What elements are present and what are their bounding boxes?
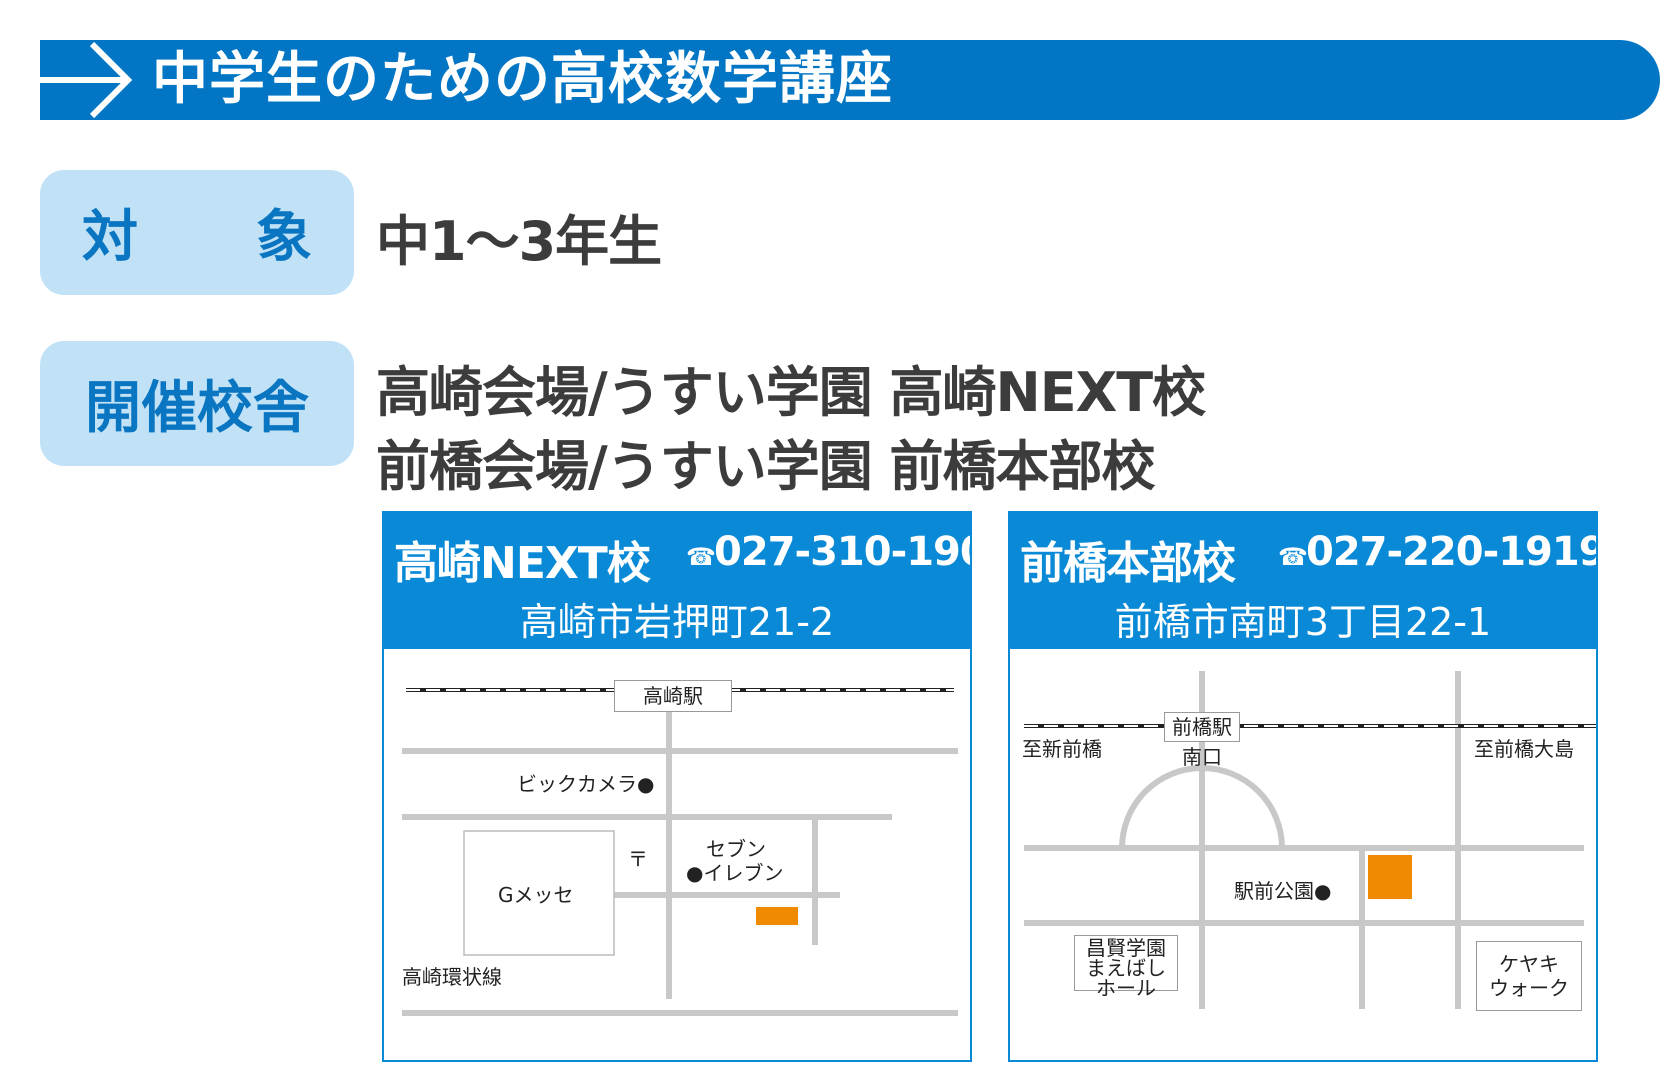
g-messe-label: Gメッセ bbox=[498, 883, 574, 907]
takasaki-phone[interactable]: 027-310-1900 bbox=[714, 529, 970, 575]
bic-camera-label: ビックカメラ● bbox=[517, 772, 655, 796]
seven-eleven-label-2: ●イレブン bbox=[686, 861, 784, 885]
shoken-hall-line-1: 昌賢学園 bbox=[1086, 936, 1166, 960]
g-messe-building bbox=[463, 830, 615, 956]
maebashi-station-label: 前橋駅 bbox=[1164, 712, 1240, 742]
takasaki-card: 高崎NEXT校 ☎ 027-310-1900 高崎市岩押町21-2 高崎駅 ビッ… bbox=[382, 511, 972, 1062]
phone-icon: ☎ bbox=[686, 543, 716, 571]
maebashi-card: 前橋本部校 ☎ 027-220-1919 前橋市南町3丁目22-1 前橋駅 南口… bbox=[1008, 511, 1598, 1062]
takasaki-map: 高崎駅 ビックカメラ● 〒 セブン ●イレブン Gメッセ 高崎環状線 bbox=[384, 649, 970, 1060]
target-label: 対 象 bbox=[40, 170, 354, 295]
maebashi-phone[interactable]: 027-220-1919 bbox=[1306, 529, 1598, 575]
keyaki-walk-line-1: ケヤキ bbox=[1499, 952, 1559, 976]
maebashi-map-roads bbox=[1024, 671, 1596, 1009]
takasaki-school-marker bbox=[756, 907, 798, 925]
maebashi-card-header: 前橋本部校 ☎ 027-220-1919 前橋市南町3丁目22-1 bbox=[1010, 513, 1596, 649]
takasaki-card-header: 高崎NEXT校 ☎ 027-310-1900 高崎市岩押町21-2 bbox=[384, 513, 970, 649]
ring-road-label: 高崎環状線 bbox=[402, 965, 502, 989]
takasaki-school-name: 高崎NEXT校 bbox=[394, 538, 651, 589]
to-maebashi-oshima-label: 至前橋大島 bbox=[1474, 737, 1574, 761]
ekimae-park-label: 駅前公園● bbox=[1234, 879, 1332, 903]
target-label-char-2: 象 bbox=[256, 205, 312, 270]
shoken-hall-label: 昌賢学園 まえばし ホール bbox=[1074, 935, 1178, 998]
maebashi-address: 前橋市南町3丁目22-1 bbox=[1114, 600, 1492, 644]
target-label-char-1: 対 bbox=[82, 205, 138, 270]
maebashi-school-name: 前橋本部校 bbox=[1020, 538, 1236, 589]
keyaki-walk-label: ケヤキ ウォーク bbox=[1476, 941, 1582, 1011]
shoken-hall-line-3: ホール bbox=[1096, 976, 1156, 1000]
keyaki-walk-line-2: ウォーク bbox=[1489, 976, 1569, 1000]
to-shin-maebashi-label: 至新前橋 bbox=[1022, 737, 1102, 761]
seven-eleven-label-1: セブン bbox=[706, 837, 766, 861]
arrow-right-icon bbox=[40, 40, 136, 120]
maebashi-school-marker bbox=[1368, 855, 1412, 899]
south-exit-label: 南口 bbox=[1182, 745, 1222, 769]
takasaki-address: 高崎市岩押町21-2 bbox=[519, 600, 835, 644]
post-office-icon: 〒 bbox=[628, 847, 648, 871]
header-bar bbox=[40, 40, 1660, 120]
takasaki-station-label: 高崎駅 bbox=[614, 680, 732, 712]
venue-line-1: 高崎会場/うすい学園 高崎NEXT校 bbox=[376, 361, 1206, 424]
page-title: 中学生のための高校数学講座 bbox=[152, 47, 893, 112]
venue-line-2: 前橋会場/うすい学園 前橋本部校 bbox=[376, 435, 1156, 498]
maebashi-map: 前橋駅 南口 至新前橋 至前橋大島 駅前公園● 昌賢学園 まえばし ホール ケヤ… bbox=[1010, 649, 1596, 1060]
shoken-hall-line-2: まえばし bbox=[1086, 956, 1166, 980]
target-value: 中1〜3年生 bbox=[376, 210, 662, 273]
venue-label: 開催校舎 bbox=[40, 341, 354, 466]
phone-icon: ☎ bbox=[1278, 543, 1308, 571]
